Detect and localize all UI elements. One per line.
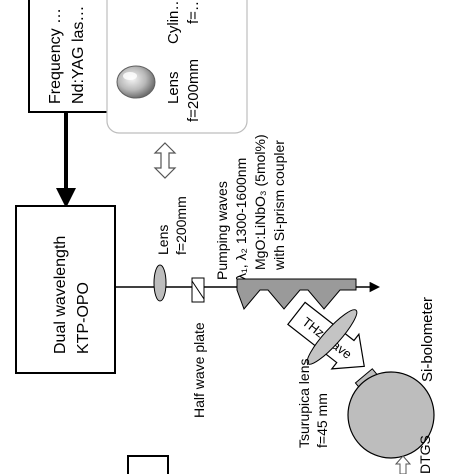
crystal-line1: MgO:LiNbO₃ (5mol%) [252, 134, 268, 270]
laser-box-line1: Frequency … [47, 8, 64, 104]
inset-lens-label: Lens [165, 71, 182, 104]
dtgs-arrow-icon [394, 455, 412, 474]
inset-lens-focal: f=200mm [185, 59, 202, 122]
lens1-icon [153, 264, 167, 302]
double-arrow-icon [153, 142, 177, 179]
inset-box [106, 0, 248, 134]
pumping-lambdas: λ₁, λ₂ 1300-1600nm [233, 158, 249, 280]
crystal-line2: with Si-prism coupler [271, 140, 287, 271]
inset-cyl-focal: f=… [185, 0, 202, 24]
lens1-label: Lens [155, 225, 171, 255]
inset-lens-highlight [123, 72, 137, 80]
opo-box [15, 205, 116, 374]
mgo-linbo3-crystal [236, 278, 357, 310]
opo-box-line2: KTP-OPO [75, 282, 92, 354]
bottom-box [127, 455, 169, 474]
half-wave-plate-label: Half wave plate [191, 322, 207, 418]
half-wave-plate-slash [191, 280, 205, 300]
inset-lens-icon [116, 65, 156, 99]
dtgs-label: DTGS [417, 435, 433, 474]
tsurupica-lens-icon [306, 309, 358, 365]
tsurupica-focal: f=45 mm [314, 393, 330, 448]
laser-box [28, 0, 115, 113]
pumping-title: Pumping waves [214, 181, 230, 280]
lens1-focal: f=200mm [173, 196, 189, 255]
si-bolometer-label: Si-bolometer [419, 297, 436, 382]
tsurupica-label: Tsurupica lens [296, 359, 312, 449]
opo-box-line1: Dual wavelength [52, 236, 69, 354]
si-bolometer-icon [347, 371, 435, 459]
inset-cyl-label: Cylin… [165, 0, 182, 44]
laser-box-line2: Nd:YAG las… [70, 6, 87, 104]
